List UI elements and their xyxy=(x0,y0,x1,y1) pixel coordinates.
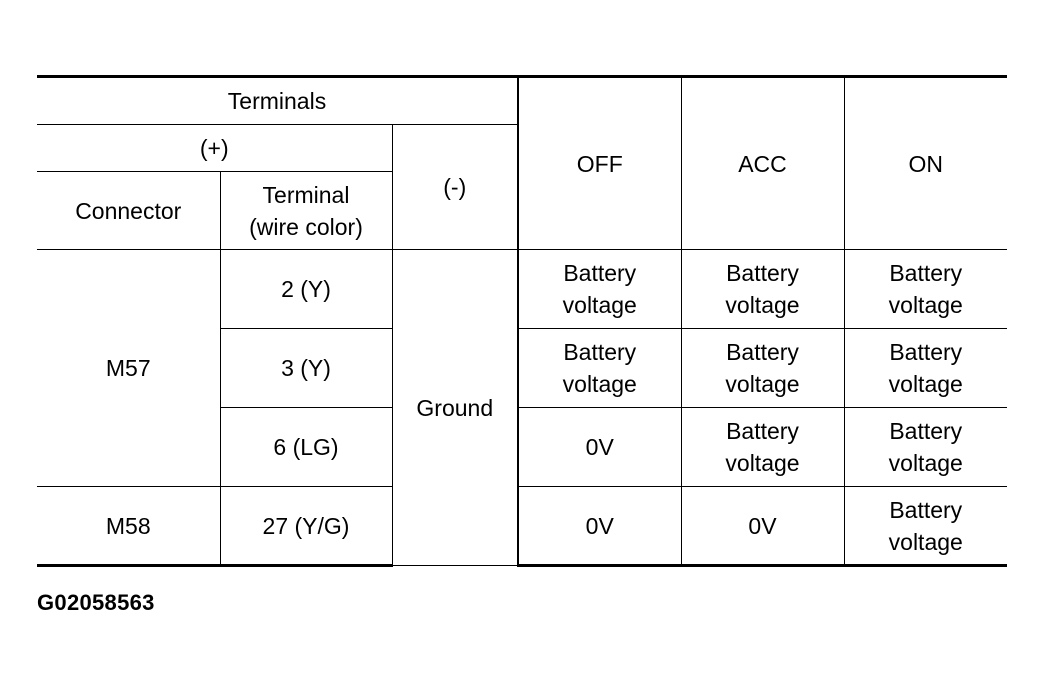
terminals-header: Terminals xyxy=(37,75,519,125)
connector-header: Connector xyxy=(37,171,221,250)
acc-cell: Battery voltage xyxy=(680,407,845,487)
off-cell: 0V xyxy=(517,486,682,567)
table-row: 6 (LG) 0V Battery voltage Battery voltag… xyxy=(37,407,1007,487)
figure-id: G02058563 xyxy=(37,590,155,615)
value-line: Battery xyxy=(726,418,799,444)
terminal-voltage-table: Terminals OFF ACC ON (+) (-) Connector T… xyxy=(37,75,1007,567)
on-cell: Battery voltage xyxy=(843,486,1007,567)
value-line: Battery xyxy=(889,496,963,523)
value-line: Battery xyxy=(563,260,637,286)
terminal-cell: 27 (Y/G) xyxy=(219,486,393,567)
connector-cell-m58: M58 xyxy=(37,486,221,567)
value-line: voltage xyxy=(888,528,963,555)
terminal-header-line2: (wire color) xyxy=(249,213,363,240)
terminal-header-line1: Terminal xyxy=(262,181,350,208)
value-line: voltage xyxy=(725,292,800,318)
value-line: Battery xyxy=(889,418,963,444)
on-header: ON xyxy=(843,75,1007,250)
off-cell: Battery voltage xyxy=(517,328,682,408)
value-line: Battery xyxy=(889,339,963,365)
terminal-cell: 3 (Y) xyxy=(220,328,393,408)
negative-header: (-) xyxy=(391,124,519,250)
off-cell: Battery voltage xyxy=(517,249,682,329)
value-line: voltage xyxy=(888,371,963,397)
table-row: M58 27 (Y/G) 0V 0V Battery voltage xyxy=(37,486,1007,567)
value-line: voltage xyxy=(888,292,963,318)
ground-cell: Ground xyxy=(391,249,519,566)
acc-cell: Battery voltage xyxy=(680,249,845,329)
positive-header: (+) xyxy=(37,124,393,172)
on-cell: Battery voltage xyxy=(843,249,1007,329)
connector-cell-m57: M57 xyxy=(37,249,221,487)
value-line: voltage xyxy=(725,450,800,476)
value-line: voltage xyxy=(562,292,637,318)
value-line: voltage xyxy=(725,371,800,397)
value-line: Battery xyxy=(563,339,637,365)
terminal-cell: 6 (LG) xyxy=(220,407,393,487)
value-line: Battery xyxy=(889,260,963,286)
off-header: OFF xyxy=(517,75,682,250)
value-line: voltage xyxy=(888,450,963,476)
value-line: voltage xyxy=(562,371,637,397)
acc-cell: 0V xyxy=(680,486,845,567)
value-line: Battery xyxy=(726,339,799,365)
value-line: Battery xyxy=(726,260,799,286)
on-cell: Battery voltage xyxy=(843,407,1007,487)
terminal-cell: 2 (Y) xyxy=(219,249,393,329)
table-row: 3 (Y) Battery voltage Battery voltage Ba… xyxy=(37,328,1007,408)
off-cell: 0V xyxy=(517,407,682,487)
terminal-header: Terminal (wire color) xyxy=(219,171,393,250)
table-row: M57 2 (Y) Ground Battery voltage Battery… xyxy=(37,249,1007,566)
acc-cell: Battery voltage xyxy=(680,328,845,408)
on-cell: Battery voltage xyxy=(843,328,1007,408)
acc-header: ACC xyxy=(680,75,845,250)
